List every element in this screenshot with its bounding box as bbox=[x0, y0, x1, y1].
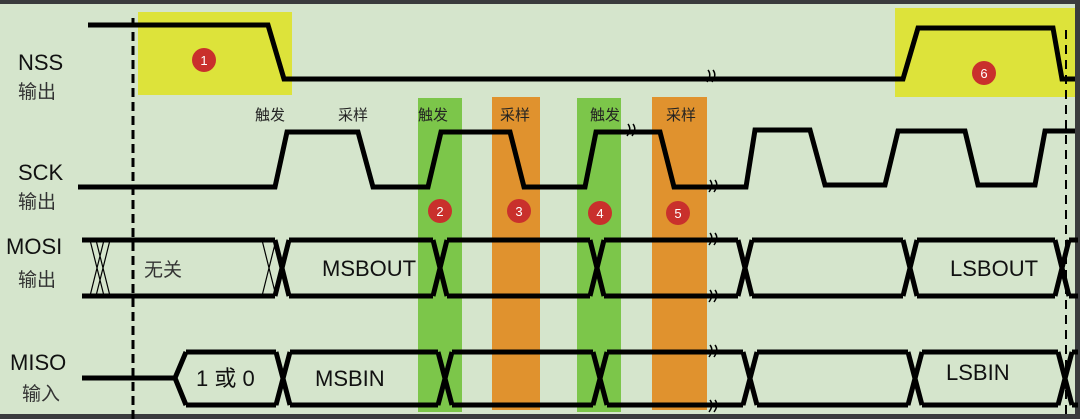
edge-label-trigger: 触发 bbox=[418, 106, 448, 124]
step-badge-1: 1 bbox=[192, 48, 216, 72]
svg-text:2: 2 bbox=[436, 204, 443, 219]
break-mark-icon bbox=[708, 289, 718, 303]
break-mark-icon bbox=[626, 123, 636, 137]
svg-text:4: 4 bbox=[596, 206, 603, 221]
mosi-waveform bbox=[82, 237, 1078, 299]
mosi-dont-care-hatch bbox=[89, 239, 277, 297]
step-badge-2: 2 bbox=[428, 199, 452, 223]
nss-direction: 输出 bbox=[18, 81, 56, 103]
svg-text:1: 1 bbox=[200, 53, 207, 68]
edge-label-trigger: 触发 bbox=[255, 106, 285, 124]
nss-waveform bbox=[88, 22, 1075, 82]
sck-direction: 输出 bbox=[18, 191, 56, 213]
sample-band-1 bbox=[492, 97, 540, 410]
break-mark-icon bbox=[706, 69, 716, 83]
edge-label-trigger: 触发 bbox=[590, 106, 620, 124]
step-badge-5: 5 bbox=[666, 201, 690, 225]
bus-waveforms bbox=[82, 237, 1078, 408]
break-mark-icon bbox=[708, 344, 718, 358]
step-badge-3: 3 bbox=[507, 199, 531, 223]
break-marks bbox=[626, 69, 718, 413]
svg-text:5: 5 bbox=[674, 206, 681, 221]
edge-label-sample: 采样 bbox=[338, 106, 368, 124]
svg-text:3: 3 bbox=[515, 204, 522, 219]
miso-label: MISO bbox=[10, 350, 66, 375]
mosi-lsb-text: LSBOUT bbox=[950, 256, 1038, 281]
miso-idle-line bbox=[82, 351, 189, 406]
miso-msb-text: MSBIN bbox=[315, 366, 385, 391]
miso-lsb-text: LSBIN bbox=[946, 360, 1010, 385]
step-badge-6: 6 bbox=[972, 61, 996, 85]
edge-label-sample: 采样 bbox=[666, 106, 696, 124]
step-badge-4: 4 bbox=[588, 201, 612, 225]
edge-label-sample: 采样 bbox=[500, 106, 530, 124]
mosi-label: MOSI bbox=[6, 234, 62, 259]
mosi-msb-text: MSBOUT bbox=[322, 256, 416, 281]
sck-waveform bbox=[78, 127, 1075, 190]
miso-waveform bbox=[186, 349, 1078, 408]
mosi-dont-care-text: 无关 bbox=[144, 259, 182, 281]
sck-label: SCK bbox=[18, 160, 64, 185]
mosi-direction: 输出 bbox=[18, 269, 56, 291]
nss-label: NSS bbox=[18, 50, 63, 75]
break-mark-icon bbox=[708, 232, 718, 246]
break-mark-icon bbox=[708, 399, 718, 413]
miso-direction: 输入 bbox=[22, 383, 60, 405]
break-mark-icon bbox=[708, 179, 718, 193]
sample-band-2 bbox=[652, 97, 707, 410]
svg-text:6: 6 bbox=[980, 66, 987, 81]
miso-idle-text: 1 或 0 bbox=[196, 366, 255, 391]
